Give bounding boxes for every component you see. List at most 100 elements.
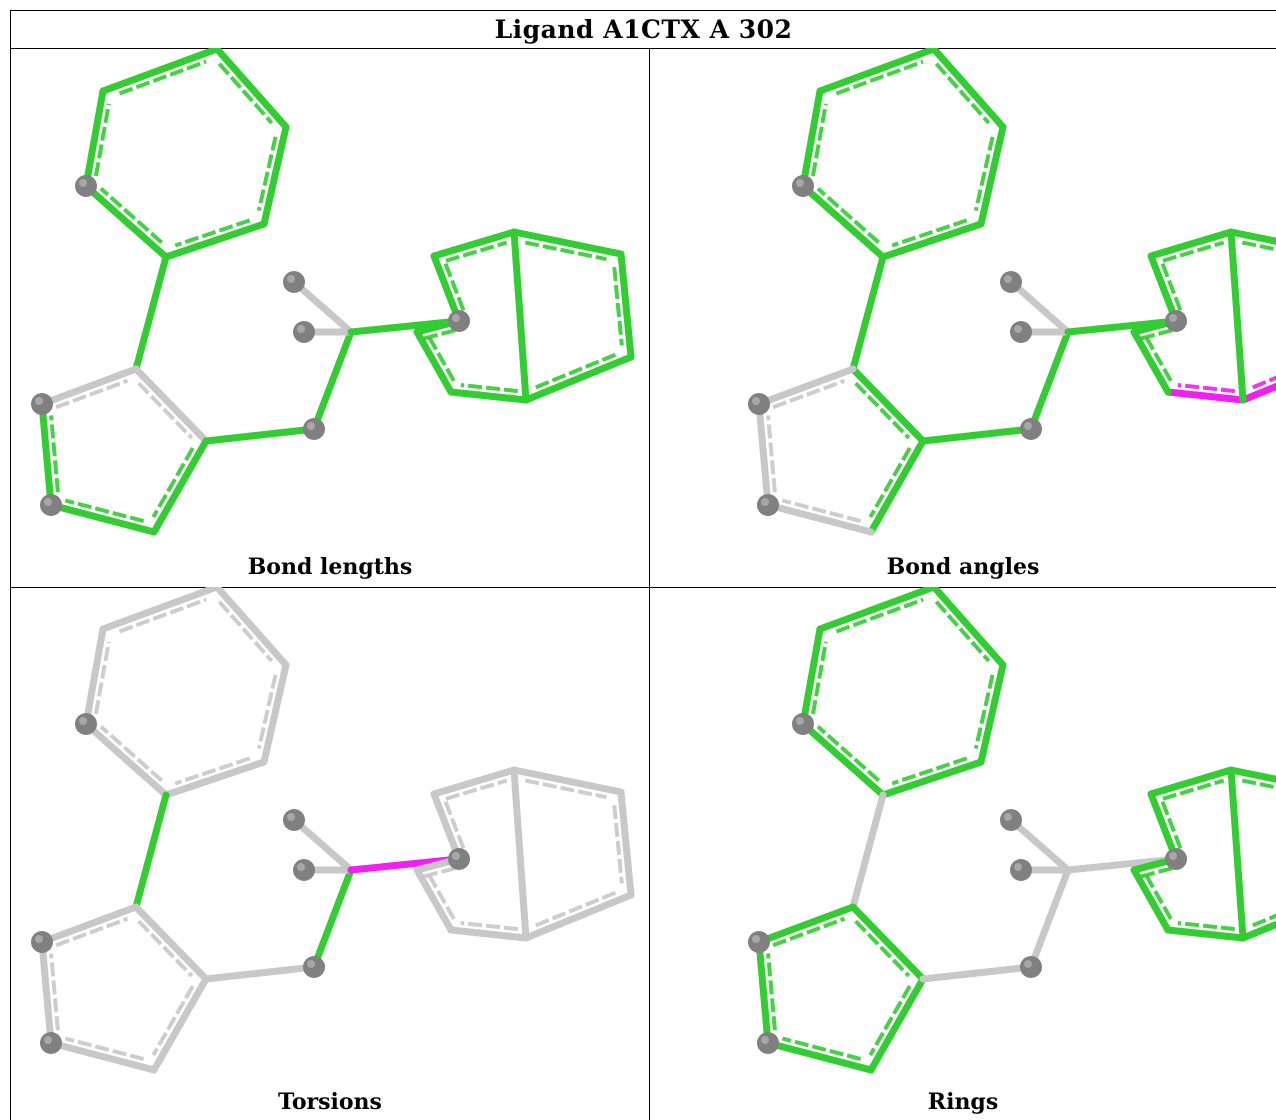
atom-highlight-p5 [796,179,804,187]
bond-r1-r6-aromatic-dash [524,240,607,262]
bond-k4-k5-aromatic-dash [766,953,777,1031]
atom-p5 [75,175,97,197]
caption-rings: Rings [927,1089,999,1115]
atom-k5 [748,393,770,415]
bond-k2-k3 [867,437,927,536]
bond-r1-r5 [510,766,530,942]
atom-highlight-m2 [1014,325,1022,333]
atom-k4 [757,1032,779,1054]
atom-highlight-m1 [287,275,295,283]
bond-p2-p3-aromatic-dash [973,136,995,212]
bond-k3-k4-aromatic-dash [781,498,862,523]
bond-r2-r1-aromatic-dash [1162,778,1225,801]
bond-r4-r3 [1130,328,1172,396]
bond-q2-r2-aromatic-dash [442,798,466,850]
bond-p5-p6 [799,87,824,190]
atom-highlight-k5 [35,397,43,405]
bond-p1-p2 [930,48,1007,131]
bond-k2-k3 [867,975,927,1074]
bond-p6-p1-aromatic-dash [118,597,207,634]
bond-p4-p5-aromatic-dash [816,725,881,782]
molecule-bond-angles [748,48,1276,536]
bond-r7-r5 [522,353,635,404]
bond-p1-p2-aromatic-dash [217,600,274,663]
bond-p1-p2-aromatic-dash [217,62,274,125]
bond-p6-p1 [99,48,221,95]
bond-r6-r7 [617,250,635,361]
bond-k2-s1 [202,963,318,983]
bond-r5-r4-aromatic-dash [1177,383,1236,394]
bond-r2-r1 [430,766,518,798]
atom-s1 [303,956,325,978]
bond-p5-p6-aromatic-dash [93,641,111,715]
bond-r4-r3 [413,866,455,934]
bond-k3-k4 [764,1039,875,1074]
bond-q2-r2 [430,252,463,325]
bond-r7-r5 [1239,920,1276,942]
bond-k1-k2 [132,903,210,983]
atom-s1 [303,418,325,440]
bond-q1-m1 [290,278,355,336]
bond-p6-p1 [99,587,221,633]
bond-p2-p3-aromatic-dash [973,674,995,750]
bond-s1-q1 [310,866,355,971]
atom-m1 [283,809,305,831]
atom-highlight-p5 [79,717,87,725]
bond-k2-k3-aromatic-dash [868,984,912,1057]
bond-k5-k1 [755,365,857,408]
atom-q2 [1165,310,1187,332]
atom-highlight-s1 [1024,960,1032,968]
atom-highlight-m2 [297,325,305,333]
atom-highlight-m2 [1014,863,1022,871]
bond-p4-k1 [849,253,887,373]
atom-m2 [293,859,315,881]
grid-line-top [10,48,1276,49]
atom-highlight-s1 [307,422,315,430]
bond-r7-r5-aromatic-dash [534,890,617,928]
atom-highlight-s1 [307,960,315,968]
bond-p3-p4-aromatic-dash [174,218,251,248]
atom-highlight-k4 [44,1036,52,1044]
atom-q2 [1165,848,1187,870]
bond-q1-m1 [1007,278,1072,336]
atom-highlight-m1 [1004,275,1012,283]
bond-k5-k1-aromatic-dash [55,378,129,410]
bond-r5-r4 [1164,926,1247,942]
bond-p3-p4 [162,758,268,799]
bond-r2-r1 [430,228,518,260]
bond-k4-k5-aromatic-dash [49,953,60,1031]
panel-rings: Rings [649,587,1276,1120]
atom-highlight-k5 [752,935,760,943]
atom-s1 [1020,418,1042,440]
bond-r7-r5 [1239,382,1276,404]
bond-k5-k1-aromatic-dash [772,916,846,948]
bond-r3-q2-aromatic-dash [1140,328,1174,341]
bond-r2-r1 [1147,766,1235,798]
bond-q1-m1 [290,816,355,874]
bond-k2-k3-aromatic-dash [868,446,912,519]
bond-p1-p2 [213,587,290,669]
bond-r6-r7 [617,788,635,899]
atom-k5 [31,931,53,953]
bond-r2-r1-aromatic-dash [445,240,508,263]
bond-p5-p6 [799,625,824,728]
bond-p2-p3 [977,123,1007,228]
bond-k2-k3 [150,437,210,536]
bond-p6-p1-aromatic-dash [118,59,207,96]
bond-r7-r5-aromatic-dash [1251,913,1276,928]
bond-k2-s1 [919,963,1035,983]
atom-m2 [293,321,315,343]
bond-p1-p2 [213,48,290,131]
atom-highlight-k5 [752,397,760,405]
bond-p6-p1 [816,587,938,633]
bond-p3-p4-aromatic-dash [174,756,251,786]
bond-p4-p5 [799,182,887,261]
bond-k3-k4 [47,501,158,536]
bond-r5-r4 [1164,388,1247,404]
bond-p5-p6-aromatic-dash [93,103,111,177]
bond-k4-k5 [755,400,772,509]
atom-m1 [283,271,305,293]
bond-q2-r2-aromatic-dash [442,260,466,312]
bond-p4-k1 [132,253,170,373]
atom-highlight-q2 [1169,314,1177,322]
